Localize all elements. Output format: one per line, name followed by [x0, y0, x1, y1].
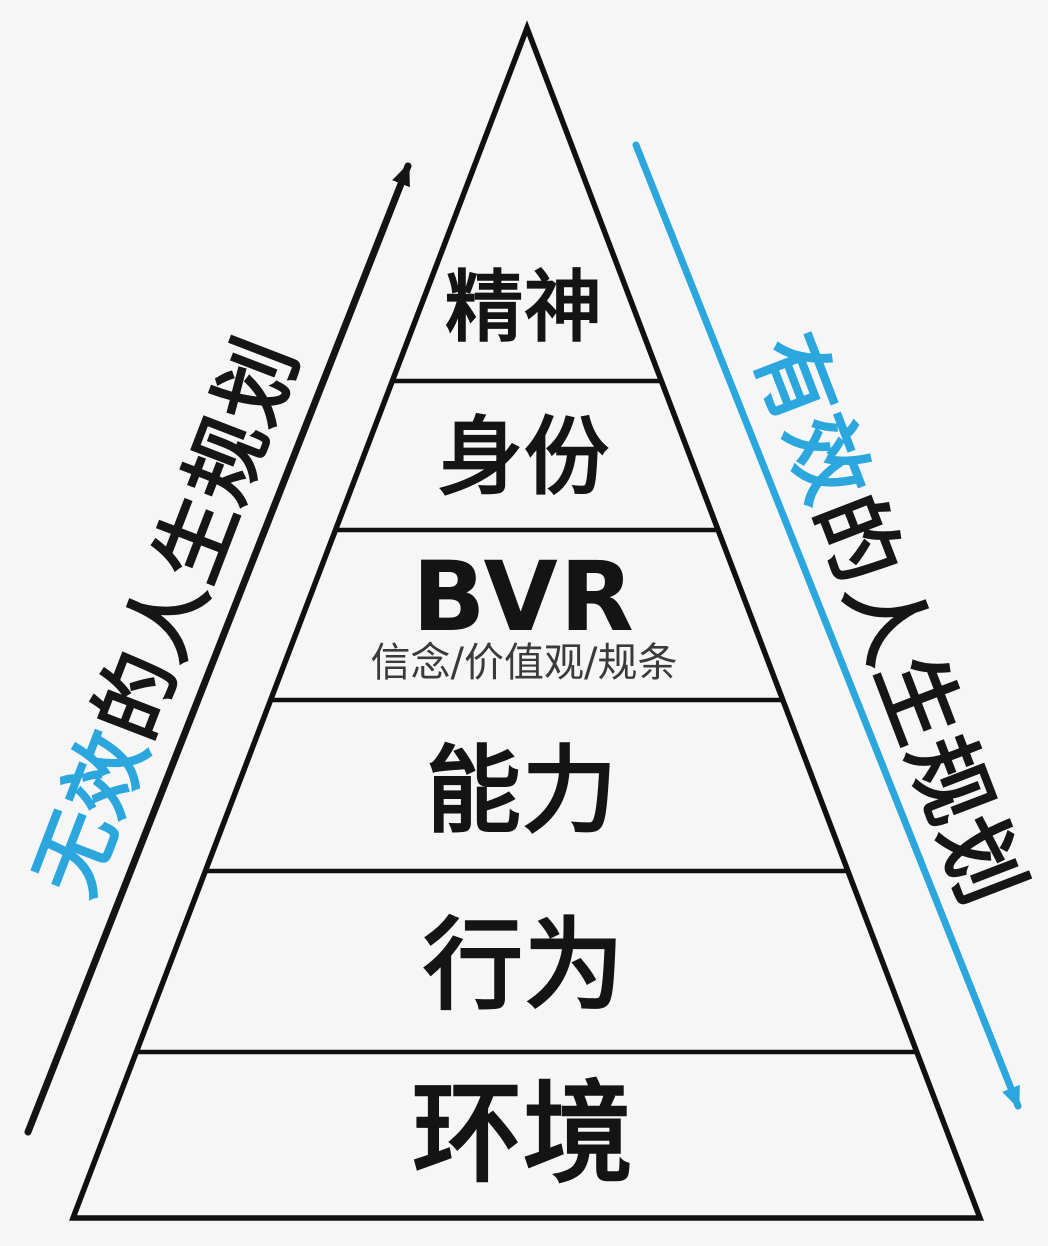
level-label-bvr: BVR [412, 541, 636, 653]
level-label-behavior: 行为 [423, 907, 625, 1024]
level-label-environment: 环境 [412, 1070, 634, 1198]
level-label-spirit: 精神 [444, 263, 604, 353]
level-label-identity: 身份 [437, 408, 611, 508]
level-sublabel-bvr: 信念/价值观/规条 [370, 640, 678, 686]
ascending-arrow-icon [24, 162, 412, 1136]
level-label-capability: 能力 [425, 736, 619, 847]
pyramid-outline [69, 20, 984, 1221]
descending-arrow-icon [632, 141, 1022, 1110]
